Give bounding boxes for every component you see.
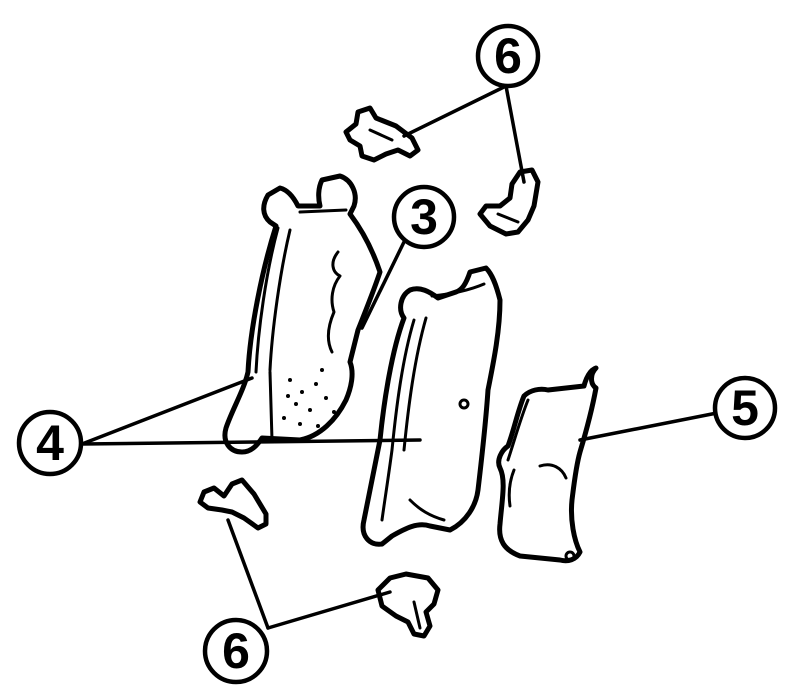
- friction-material-texture: [282, 368, 336, 428]
- callout-6-bottom: 6: [202, 617, 270, 685]
- callout-3: 3: [391, 184, 457, 250]
- inner-brake-pad: [360, 265, 503, 547]
- callout-3-label: 3: [410, 189, 438, 245]
- anti-squeal-clip-top-right: [477, 167, 541, 237]
- callout-6-bottom-label: 6: [222, 623, 250, 679]
- callout-6-top-label: 6: [494, 28, 522, 84]
- callout-4-label: 4: [36, 415, 64, 471]
- callout-6-top: 6: [475, 23, 541, 89]
- outer-brake-pad: [222, 173, 383, 455]
- anti-squeal-clip-bottom-left: [197, 477, 269, 531]
- anti-squeal-clip-top-left: [343, 105, 421, 163]
- callout-5: 5: [712, 375, 778, 441]
- anti-squeal-clip-bottom-right: [375, 571, 441, 639]
- inner-shim: [496, 365, 599, 564]
- callout-4: 4: [16, 409, 84, 477]
- callout-5-label: 5: [731, 380, 759, 436]
- leader-lines: [80, 84, 724, 630]
